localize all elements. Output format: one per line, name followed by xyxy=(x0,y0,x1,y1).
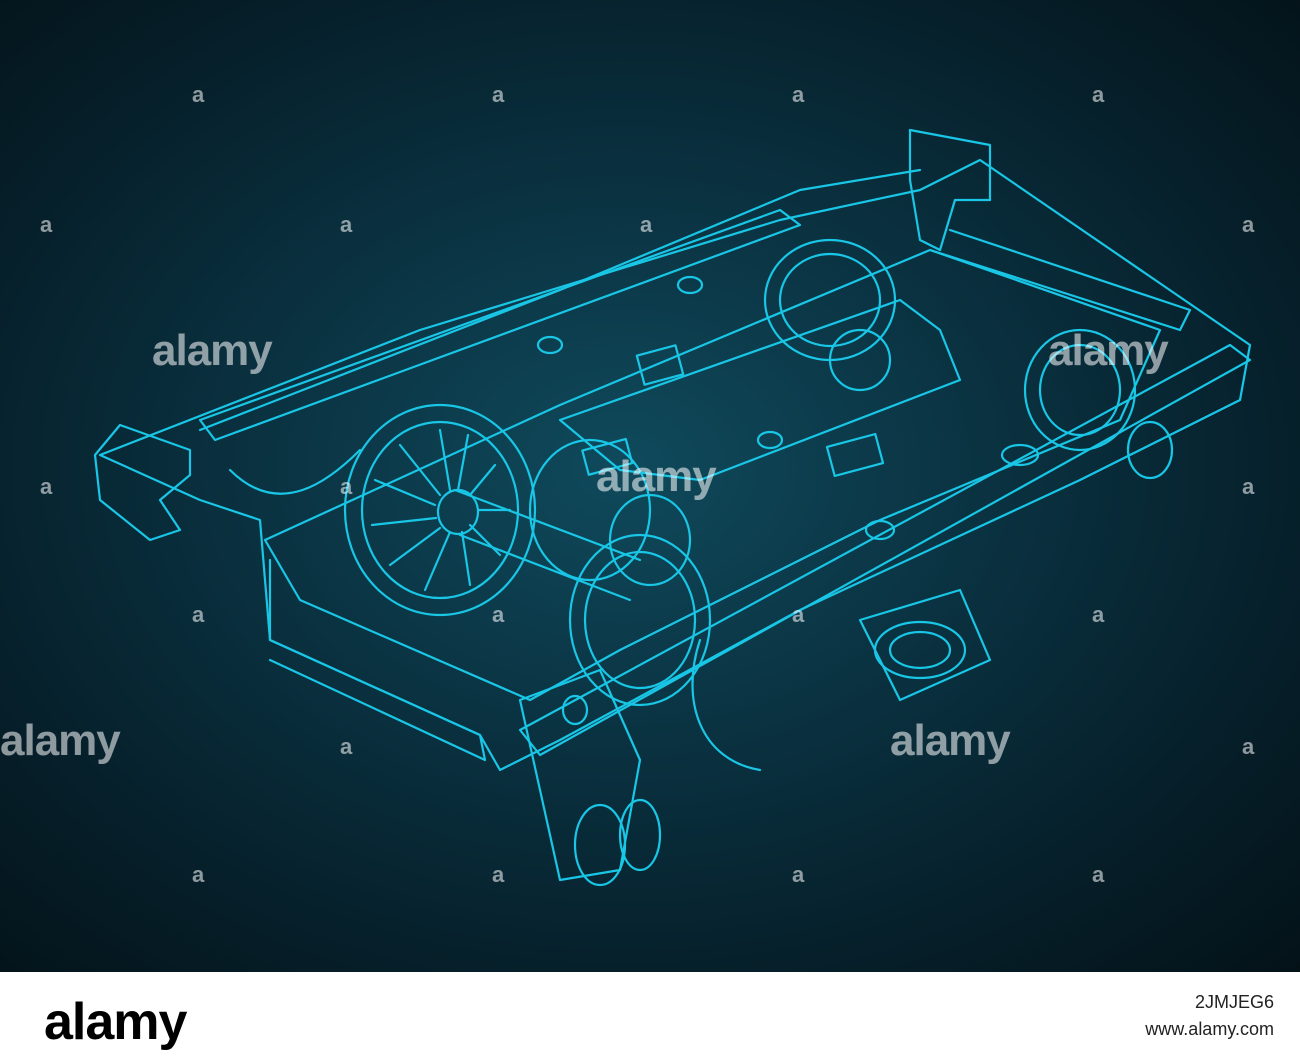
suspension-right xyxy=(858,588,992,702)
left-coupler xyxy=(93,423,192,542)
wheel-rear-top xyxy=(763,238,897,362)
watermark-a: a xyxy=(1092,602,1105,627)
watermark-a: a xyxy=(492,862,505,887)
wheel-left-spokes xyxy=(370,428,512,592)
watermark-logo: alamy xyxy=(1048,326,1169,375)
watermark-a: a xyxy=(492,82,505,107)
rear-crossbar xyxy=(928,228,1192,332)
watermark-a: a xyxy=(340,734,353,759)
frame-top-rail xyxy=(198,208,802,442)
hanger-bracket xyxy=(908,128,992,252)
footer-logo: alamy xyxy=(44,993,187,1051)
watermark-a: a xyxy=(792,82,805,107)
site-url: www.alamy.com xyxy=(1145,1019,1274,1039)
watermark-a: a xyxy=(1242,474,1255,499)
watermark-a: a xyxy=(640,212,653,237)
wheel-left xyxy=(343,403,537,617)
image-id: 2JMJEG6 xyxy=(1194,992,1274,1012)
bolster xyxy=(558,298,962,482)
watermark-a: a xyxy=(1242,734,1255,759)
watermark-a: a xyxy=(340,212,353,237)
watermark-logo: alamy xyxy=(152,326,273,375)
bogie-blueprint-drawing xyxy=(93,128,1252,887)
footer-meta: 2JMJEG6 www.alamy.com xyxy=(1145,990,1274,1044)
watermark-logo: alamy xyxy=(596,452,717,501)
watermark-logo: alamy xyxy=(890,716,1011,765)
footer-bar: alamy 2JMJEG6 www.alamy.com xyxy=(0,972,1300,1064)
watermark-a: a xyxy=(192,862,205,887)
frame-rear-rail xyxy=(268,558,487,762)
motor-housing xyxy=(528,438,652,582)
watermark-a: a xyxy=(192,82,205,107)
axle-left xyxy=(453,488,642,602)
watermark-a: a xyxy=(492,602,505,627)
watermark-a: a xyxy=(1242,212,1255,237)
pad-1 xyxy=(635,344,685,386)
blueprint-image: a a a a a a a a alamy alamy alamy a a a … xyxy=(0,0,1300,972)
frame-side-rail xyxy=(518,343,1252,757)
watermark-a: a xyxy=(792,602,805,627)
watermark-a: a xyxy=(40,474,53,499)
frame-left-rail xyxy=(98,158,1252,772)
brake-rod xyxy=(198,168,922,432)
watermark-a: a xyxy=(792,862,805,887)
watermark-a: a xyxy=(1092,82,1105,107)
watermark-logo: alamy xyxy=(0,716,121,765)
pad-3 xyxy=(581,437,634,476)
pad-2 xyxy=(825,432,885,478)
watermark-a: a xyxy=(1092,862,1105,887)
watermark-a: a xyxy=(40,212,53,237)
watermark-a: a xyxy=(340,474,353,499)
wheel-rear-right xyxy=(1023,328,1137,452)
wheel-front xyxy=(568,533,712,707)
watermark-a: a xyxy=(192,602,205,627)
